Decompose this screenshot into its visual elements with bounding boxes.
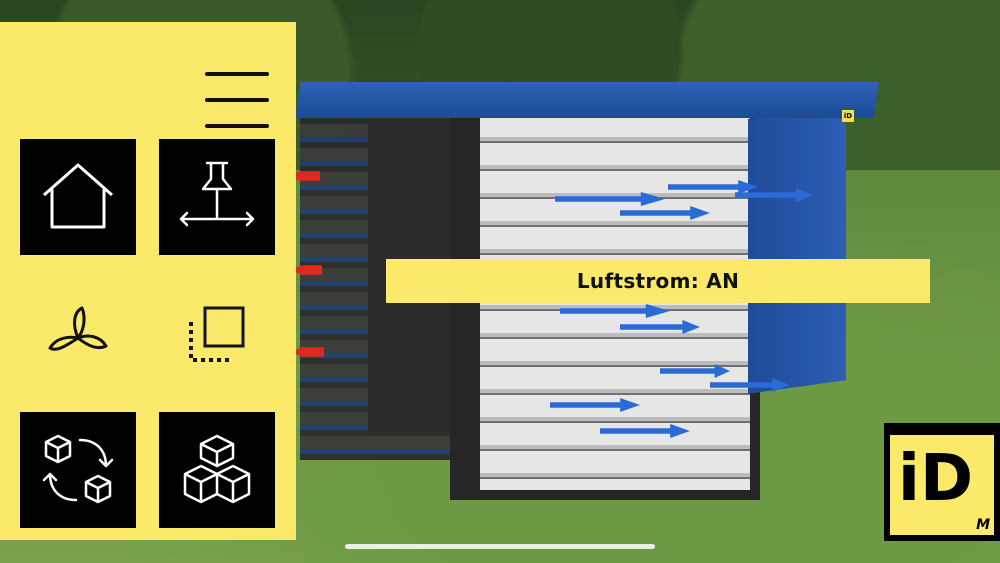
toast-text: Luftstrom: AN	[576, 269, 740, 293]
placement-button[interactable]	[159, 139, 275, 255]
airflow-in-arrow	[292, 347, 324, 357]
hamburger-line	[205, 72, 269, 76]
heat-pump-right-panel	[748, 105, 846, 394]
brand-logo: iD M	[884, 423, 1000, 541]
brand-logo-background	[890, 435, 994, 535]
airflow-status-toast: Luftstrom: AN	[386, 259, 930, 303]
airflow-in-arrow	[292, 265, 322, 275]
fan-icon	[48, 306, 108, 351]
home-icon	[43, 163, 113, 229]
airflow-in-arrow	[290, 171, 320, 181]
home-indicator-bar[interactable]	[345, 544, 655, 549]
hamburger-menu-button[interactable]	[205, 72, 269, 132]
hamburger-line	[205, 98, 269, 102]
unit-logo-badge: iD	[842, 110, 854, 122]
home-button[interactable]	[20, 139, 136, 255]
placement-icon	[179, 161, 255, 227]
cube-icon	[183, 434, 251, 504]
footprint-button[interactable]	[159, 278, 275, 394]
footprint-icon	[189, 306, 245, 362]
brand-logo-sub: M	[976, 517, 990, 533]
airflow-toggle-button[interactable]	[20, 278, 136, 394]
swap-model-icon	[42, 434, 114, 504]
heat-pump-roof	[295, 82, 879, 118]
swap-model-button[interactable]	[20, 412, 136, 528]
model-view-button[interactable]	[159, 412, 275, 528]
hamburger-line	[205, 124, 269, 128]
menu-panel	[0, 22, 296, 540]
brand-logo-glyph: iD	[898, 442, 974, 516]
